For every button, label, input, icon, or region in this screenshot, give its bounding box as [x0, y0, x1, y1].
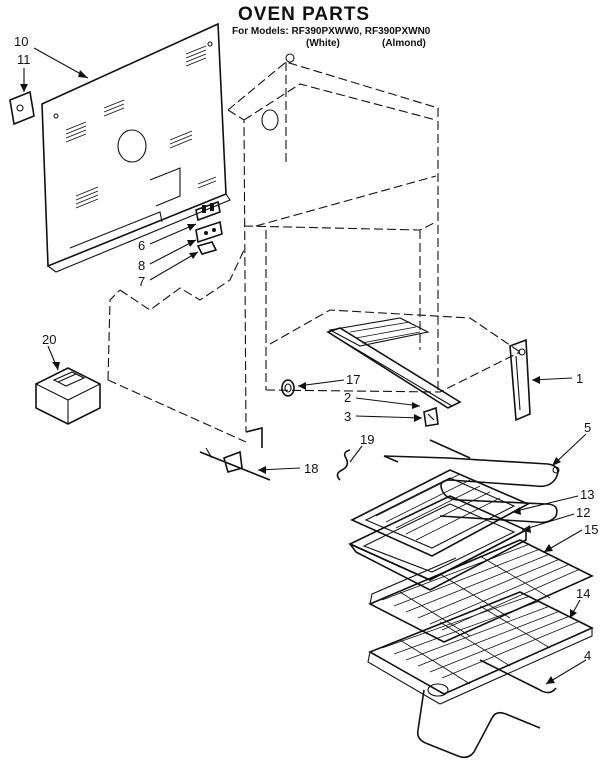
variant-white-label: (White)	[306, 38, 340, 49]
spring-clip-part	[336, 449, 351, 481]
back-panel-part	[41, 22, 231, 273]
control-box-part	[35, 367, 101, 425]
callout-6: 6	[138, 238, 145, 253]
callout-11: 11	[17, 52, 31, 67]
callout-15: 15	[584, 522, 598, 537]
terminal-block-part	[195, 200, 221, 222]
callout-3: 3	[344, 409, 351, 424]
callout-5: 5	[584, 420, 591, 435]
temperature-sensor-part	[199, 447, 271, 481]
callout-1: 1	[576, 371, 583, 386]
bake-element-part	[383, 439, 560, 524]
insulator-part	[195, 220, 223, 244]
variant-almond-label: (Almond)	[382, 38, 426, 49]
upper-oven-rack-part	[368, 539, 594, 643]
callout-10: 10	[14, 34, 28, 49]
rack-bracket-part	[423, 406, 439, 427]
page-title: OVEN PARTS	[238, 4, 371, 25]
callout-19: 19	[360, 432, 374, 447]
support-rail-part	[326, 327, 462, 409]
oven-frame	[107, 53, 521, 448]
callout-20: 20	[42, 332, 56, 347]
callout-12: 12	[576, 505, 590, 520]
grommet-part	[281, 379, 295, 397]
callout-7: 7	[138, 274, 145, 289]
callout-14: 14	[576, 586, 590, 601]
broiler-pan-part	[348, 495, 528, 591]
callout-13: 13	[580, 487, 594, 502]
callout-4: 4	[584, 648, 591, 663]
lower-oven-rack-part	[367, 591, 594, 759]
callout-17: 17	[346, 372, 360, 387]
broiler-grid-part	[350, 469, 530, 557]
model-info: For Models: RF390PXWW0, RF390PXWN0 (Whit…	[232, 26, 431, 49]
clip-part	[196, 241, 218, 255]
model-numbers: For Models: RF390PXWW0, RF390PXWN0	[232, 26, 431, 37]
callout-2: 2	[344, 390, 351, 405]
leader-lines	[20, 47, 587, 685]
callout-8: 8	[138, 258, 145, 273]
panel-bracket-part	[9, 90, 35, 126]
callout-18: 18	[304, 461, 318, 476]
side-trim-part	[509, 338, 531, 422]
